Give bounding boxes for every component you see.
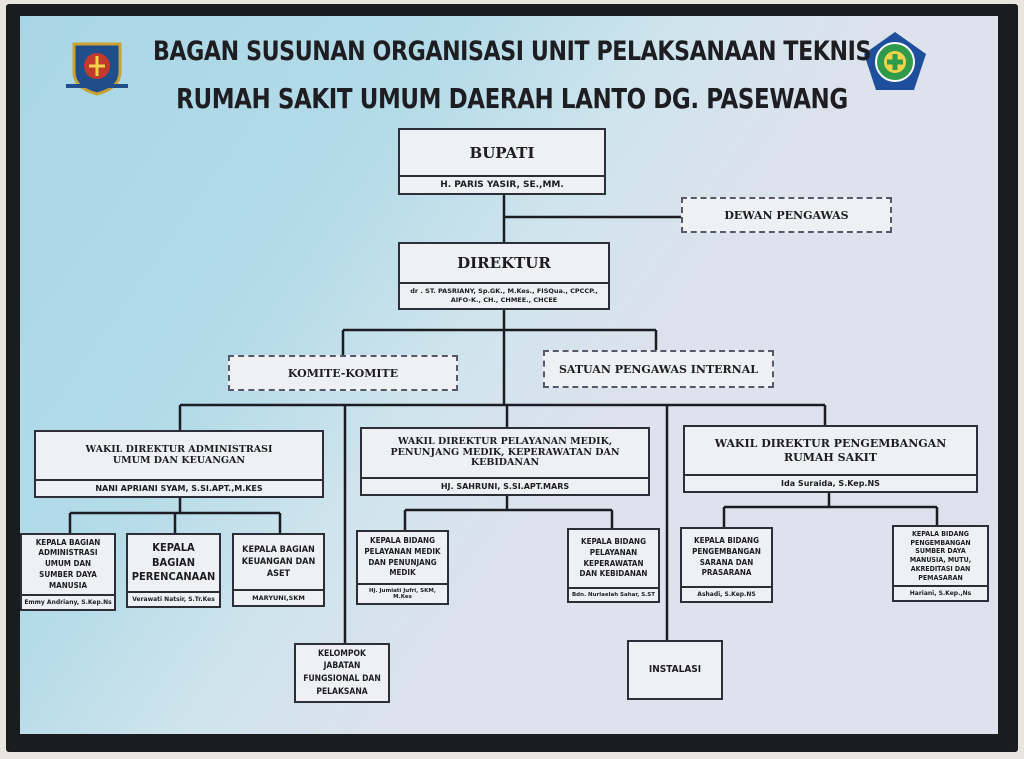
wakil-name: Ida Suraida, S.Kep.NS [685, 474, 976, 491]
spi-box: SATUAN PENGAWAS INTERNAL [543, 350, 774, 388]
instalasi-box: INSTALASI [627, 640, 723, 700]
unit-box: KEPALA BIDANG PENGEMBANGAN SUMBER DAYA M… [892, 525, 989, 602]
direktur-name: dr . ST. PASRIANY, Sp.GK., M.Kes., FISQu… [400, 281, 608, 308]
unit-title: KEPALA BIDANG PENGEMBANGAN SARANA DAN PR… [692, 535, 761, 578]
bupati-title: BUPATI [469, 143, 535, 162]
instalasi-title: INSTALASI [648, 664, 702, 676]
wakil-direktur-box: WAKIL DIREKTUR ADMINISTRASI UMUM DAN KEU… [34, 430, 324, 498]
unit-box: KEPALA BAGIAN KEUANGAN DAN ASET MARYUNI,… [232, 533, 325, 607]
unit-box: KEPALA BAGIAN PERENCANAAN Verawati Natsi… [126, 533, 221, 608]
wakil-title: WAKIL DIREKTUR PELAYANAN MEDIK, PENUNJAN… [390, 436, 620, 469]
wakil-direktur-box: WAKIL DIREKTUR PELAYANAN MEDIK, PENUNJAN… [360, 427, 650, 496]
wakil-name: HJ. SAHRUNI, S.SI.APT.MARS [362, 477, 648, 494]
unit-name: Hariani, S.Kep.,Ns [894, 585, 987, 600]
kelompok-jabatan-box: KELOMPOK JABATAN FUNGSIONAL DAN PELAKSAN… [294, 643, 390, 703]
hospital-logo [862, 30, 928, 92]
unit-box: KEPALA BAGIAN ADMINISTRASI UMUM DAN SUMB… [20, 533, 116, 611]
unit-title: KEPALA BAGIAN PERENCANAAN [131, 540, 216, 584]
unit-name: MARYUNI,SKM [234, 589, 323, 605]
wakil-direktur-box: WAKIL DIREKTUR PENGEMBANGAN RUMAH SAKIT … [683, 425, 978, 493]
title-line-2: RUMAH SAKIT UMUM DAERAH LANTO DG. PASEWA… [176, 82, 848, 115]
direktur-box: DIREKTUR dr . ST. PASRIANY, Sp.GK., M.Ke… [398, 242, 610, 310]
wakil-title: WAKIL DIREKTUR ADMINISTRASI UMUM DAN KEU… [85, 444, 273, 466]
dewan-pengawas-box: DEWAN PENGAWAS [681, 197, 892, 233]
unit-name: Hj. Jumiati Jufri, SKM, M.Kes [358, 583, 447, 603]
wakil-title: WAKIL DIREKTUR PENGEMBANGAN RUMAH SAKIT [714, 437, 947, 464]
bupati-name: H. PARIS YASIR, SE.,MM. [400, 175, 604, 193]
unit-name: Bdn. Nurlaelah Sahar, S.ST [569, 587, 658, 601]
unit-box: KEPALA BIDANG PENGEMBANGAN SARANA DAN PR… [680, 527, 773, 603]
bupati-box: BUPATI H. PARIS YASIR, SE.,MM. [398, 128, 606, 195]
unit-title: KEPALA BIDANG PELAYANAN KEPERAWATAN DAN … [579, 536, 648, 579]
kelompok-title: KELOMPOK JABATAN FUNGSIONAL DAN PELAKSAN… [303, 648, 381, 697]
title-line-1: BAGAN SUSUNAN ORGANISASI UNIT PELAKSANAA… [152, 36, 872, 67]
regency-logo [66, 38, 128, 98]
unit-name: Emmy Andriany, S.Kep.Ns [22, 594, 114, 609]
unit-name: Verawati Natsir, S.Tr.Kes [128, 591, 219, 606]
unit-name: Ashadi, S.Kep.NS [682, 586, 771, 601]
unit-title: KEPALA BAGIAN ADMINISTRASI UMUM DAN SUMB… [35, 537, 101, 590]
komite-box: KOMITE-KOMITE [228, 355, 458, 391]
unit-title: KEPALA BIDANG PELAYANAN MEDIK DAN PENUNJ… [364, 535, 441, 578]
direktur-title: DIREKTUR [457, 253, 551, 272]
wakil-name: NANI APRIANI SYAM, S.SI.APT.,M.KES [36, 479, 322, 496]
unit-box: KEPALA BIDANG PELAYANAN MEDIK DAN PENUNJ… [356, 530, 449, 605]
unit-title: KEPALA BIDANG PENGEMBANGAN SUMBER DAYA M… [909, 529, 972, 582]
unit-title: KEPALA BAGIAN KEUANGAN DAN ASET [241, 544, 316, 580]
unit-box: KEPALA BIDANG PELAYANAN KEPERAWATAN DAN … [567, 528, 660, 603]
